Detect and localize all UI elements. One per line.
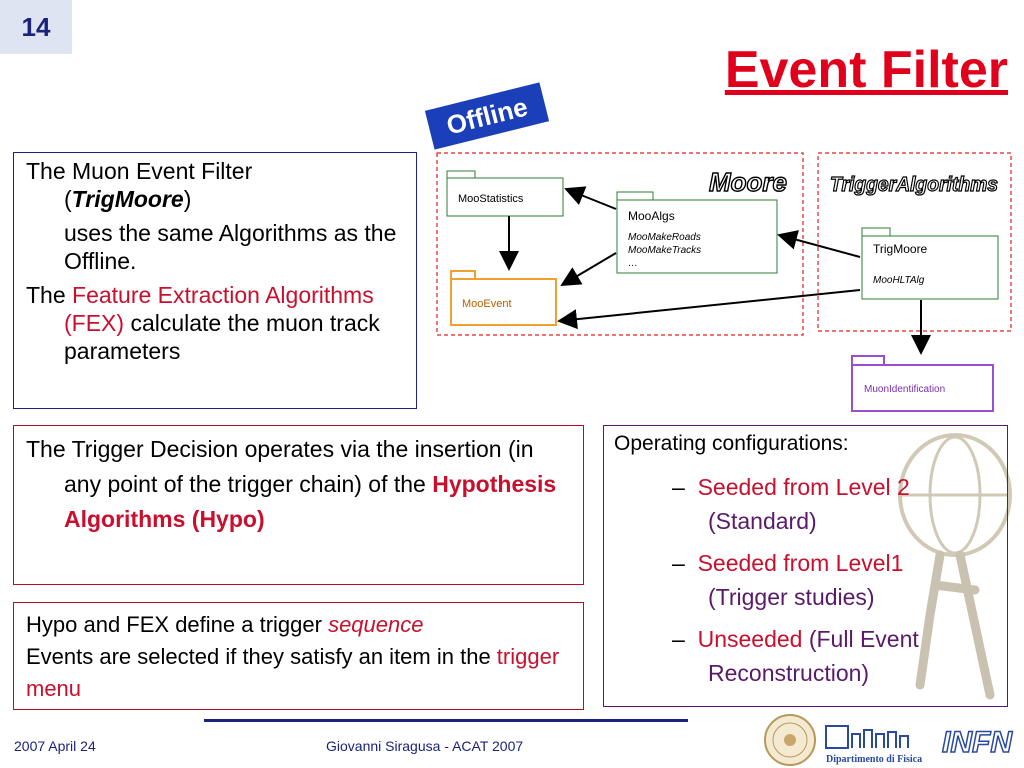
config-item-level1: – Seeded from Level1 (Trigger studies) bbox=[672, 546, 997, 614]
footer-date: 2007 April 24 bbox=[14, 738, 96, 754]
fex-highlight: Feature Extraction Algorithms (FEX) bbox=[64, 282, 374, 336]
config-item-unseeded: – Unseeded (Full Event Reconstruction) bbox=[672, 622, 997, 690]
ellipsis-label: … bbox=[628, 258, 638, 269]
config-label: Seeded from Level1 bbox=[697, 550, 904, 576]
slide-number: 14 bbox=[0, 0, 72, 54]
sequence-line-2-prefix: Events are selected if they satisfy an i… bbox=[26, 644, 497, 669]
dipartimento-fisica-text: Dipartimento di Fisica bbox=[826, 754, 922, 765]
sequence-line-1: Hypo and FEX define a trigger sequence bbox=[26, 609, 571, 641]
infn-logo: INFN bbox=[941, 725, 1014, 760]
fex-open-paren: ( bbox=[64, 186, 72, 212]
trigger-decision-box: The Trigger Decision operates via the in… bbox=[13, 425, 584, 585]
config-label: Unseeded bbox=[697, 626, 803, 652]
trigger-menu-highlight: trigger menu bbox=[26, 644, 560, 701]
dipartimento-fisica-logo: Dipartimento di Fisica bbox=[825, 725, 922, 765]
config-dash: – bbox=[672, 550, 685, 576]
muonidentification-label: MuonIdentification bbox=[864, 384, 945, 395]
fex-line-3: uses the same Algorithms as the Offline. bbox=[64, 220, 397, 274]
config-dash: – bbox=[672, 474, 685, 500]
config-label: Seeded from Level 2 bbox=[697, 474, 910, 500]
fex-line-4: The Feature Extraction Algorithms (FEX) … bbox=[26, 281, 404, 365]
trigger-decision-text: The Trigger Decision operates via the in… bbox=[26, 432, 571, 537]
config-dash: – bbox=[672, 626, 685, 652]
config-detail: (Trigger studies) bbox=[708, 584, 875, 610]
trigger-decision-body: The Trigger Decision operates via the in… bbox=[26, 436, 534, 497]
university-seal-logo bbox=[764, 714, 816, 766]
arrow-trigmoore-mooevent bbox=[557, 289, 861, 330]
footer-author: Giovanni Siragusa - ACAT 2007 bbox=[326, 738, 524, 754]
trigmoore-label: TrigMoore bbox=[873, 242, 928, 256]
config-item-level2: – Seeded from Level 2 (Standard) bbox=[672, 470, 997, 538]
fex-line-1-text: The Muon Event Filter bbox=[26, 158, 253, 184]
hypo-highlight: Hypothesis Algorithms (Hypo) bbox=[64, 471, 557, 532]
mooalgs-label: MooAlgs bbox=[628, 209, 675, 223]
package-diagram: Moore TriggerAlgorithms MooStatistics Mo… bbox=[436, 152, 1012, 412]
package-mooalgs: MooAlgs MooMakeRoads MooMakeTracks … bbox=[616, 191, 778, 274]
footer-divider bbox=[204, 719, 688, 722]
package-mooevent: MooEvent bbox=[450, 270, 557, 326]
fex-line-1: The Muon Event Filter (TrigMoore) bbox=[26, 157, 404, 213]
trigger-sequence-box: Hypo and FEX define a trigger sequence E… bbox=[13, 602, 584, 710]
config-detail: (Full Event Reconstruction) bbox=[708, 626, 919, 686]
package-muonidentification: MuonIdentification bbox=[851, 355, 994, 412]
moostatistics-label: MooStatistics bbox=[458, 193, 524, 205]
operating-configurations-box: Operating configurations: – Seeded from … bbox=[603, 425, 1008, 707]
fex-line-4-suffix: calculate the muon track parameters bbox=[64, 310, 380, 364]
arrow-mooalgs-mooevent bbox=[560, 252, 617, 287]
package-trigmoore: TrigMoore MooHLTAlg bbox=[861, 227, 999, 300]
moore-label: Moore bbox=[709, 167, 787, 197]
slide-title: Event Filter bbox=[724, 41, 1008, 99]
trigger-algorithms-label: TriggerAlgorithms bbox=[830, 174, 998, 196]
sequence-highlight: sequence bbox=[328, 612, 424, 637]
sequence-line-2: Events are selected if they satisfy an i… bbox=[26, 641, 571, 705]
moomaketracks-label: MooMakeTracks bbox=[628, 245, 701, 256]
config-detail: (Standard) bbox=[708, 508, 817, 534]
arrow-mooalgs-moostatistics bbox=[564, 186, 617, 210]
arrow-trigmoore-mooalgs bbox=[777, 230, 861, 258]
footer-logos: Dipartimento di Fisica INFN bbox=[764, 714, 1014, 766]
fex-line-4-prefix: The bbox=[26, 282, 73, 308]
operating-heading: Operating configurations: bbox=[614, 432, 849, 455]
atlas-sculpture-image bbox=[898, 433, 1012, 700]
moore-group-frame bbox=[436, 152, 804, 336]
fex-description-box: The Muon Event Filter (TrigMoore) uses t… bbox=[13, 152, 417, 409]
package-moostatistics: MooStatistics bbox=[446, 170, 564, 217]
mooevent-label: MooEvent bbox=[462, 298, 512, 310]
infn-text: INFN bbox=[942, 726, 1013, 759]
fex-close-paren: ) bbox=[183, 186, 192, 212]
trigger-group-frame bbox=[817, 152, 1012, 332]
moomakeroads-label: MooMakeRoads bbox=[628, 232, 701, 243]
moohltalg-label: MooHLTAlg bbox=[873, 275, 925, 286]
trigmoore-name: TrigMoore bbox=[71, 186, 184, 212]
sequence-line-1-prefix: Hypo and FEX define a trigger bbox=[26, 612, 329, 637]
